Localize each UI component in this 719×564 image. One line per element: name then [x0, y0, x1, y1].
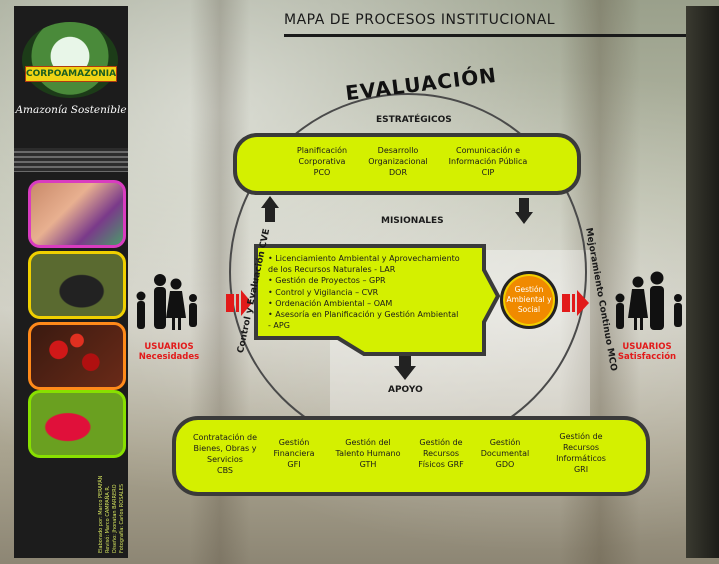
missional-item: • Ordenación Ambiental – OAM: [268, 298, 393, 308]
users-needs-label: USUARIOS Necesidades: [132, 342, 206, 362]
process-code: GDO: [495, 460, 515, 469]
process-code: CBS: [216, 466, 233, 475]
process-line: Recursos: [562, 443, 600, 452]
missional-label: MISIONALES: [381, 216, 444, 226]
right-border: [686, 6, 719, 558]
title-underline: [284, 34, 686, 37]
process-line: Gestión: [489, 438, 521, 447]
process-line: Planificación: [296, 146, 348, 155]
process-code: Físicos GRF: [418, 460, 464, 469]
process-line: Gestión de: [419, 438, 463, 447]
process-line: Información Pública: [448, 157, 528, 166]
users-family-icon: [615, 271, 682, 330]
process-line: Informáticos: [556, 454, 606, 463]
users-title: USUARIOS: [622, 342, 672, 352]
strategic-label: ESTRATÉGICOS: [376, 115, 452, 125]
up-arrow-icon: [261, 196, 279, 222]
process-dor: Desarrollo Organizacional DOR: [358, 145, 438, 178]
process-cip: Comunicación e Información Pública CIP: [434, 145, 542, 178]
process-line: Documental: [480, 449, 530, 458]
users-title: USUARIOS: [144, 342, 194, 352]
support-label: APOYO: [388, 385, 423, 395]
process-line: Recursos: [422, 449, 460, 458]
process-code: CIP: [481, 168, 495, 177]
process-code: GFI: [287, 460, 301, 469]
process-line: Comunicación e: [456, 146, 520, 155]
missional-item: • Asesoría en Planificación y Gestión Am…: [268, 310, 459, 320]
process-cbs: Contratación de Bienes, Obras y Servicio…: [186, 432, 264, 476]
process-line: Gestión del: [345, 438, 391, 447]
down-arrow-icon: [515, 198, 533, 224]
users-subtitle: Satisfacción: [617, 352, 677, 362]
process-line: Desarrollo: [377, 146, 419, 155]
process-code: PCO: [313, 168, 331, 177]
process-gfi: Gestión Financiera GFI: [262, 437, 326, 470]
missional-item: • Licenciamiento Ambiental y Aprovechami…: [268, 254, 460, 263]
outcome-badge: Gestión Ambiental y Social: [500, 271, 558, 329]
support-panel: [172, 416, 650, 496]
thumbnail-face-paint: [28, 180, 126, 248]
process-grf: Gestión de Recursos Físicos GRF: [408, 437, 474, 470]
input-arrow-icon: [226, 290, 252, 316]
missional-item: de los Recursos Naturales - LAR: [268, 265, 396, 275]
missional-list: • Licenciamiento Ambiental y Aprovechami…: [268, 253, 493, 331]
thumbnail-animal: [28, 251, 126, 319]
process-code: GTH: [359, 460, 377, 469]
output-arrow-icon: [562, 290, 589, 316]
process-line: Talento Humano: [335, 449, 401, 458]
users-satisfaction-label: USUARIOS Satisfacción: [608, 342, 686, 362]
process-line: Contratación de: [192, 433, 258, 442]
missional-core: [254, 244, 501, 356]
page-title: MAPA DE PROCESOS INSTITUCIONAL: [284, 12, 556, 28]
missional-item: • Gestión de Proyectos – GPR: [268, 276, 386, 286]
logo-tagline: Amazonía Sostenible: [15, 104, 127, 116]
thumbnail-fruits: [28, 322, 126, 390]
process-line: Organizacional: [368, 157, 428, 166]
process-gdo: Gestión Documental GDO: [474, 437, 536, 470]
process-line: Gestión de: [559, 432, 603, 441]
corpoamazonia-logo: [22, 22, 118, 98]
process-gth: Gestión del Talento Humano GTH: [326, 437, 410, 470]
missional-item: • Control y Vigilancia – CVR: [268, 287, 379, 297]
missional-item: - APG: [268, 321, 290, 331]
process-gri: Gestión de Recursos Informáticos GRI: [542, 431, 620, 475]
logo-wordmark: CORPOAMAZONIA: [25, 66, 117, 82]
users-family-icon: [136, 274, 197, 330]
process-line: Servicios: [207, 455, 243, 464]
process-line: Bienes, Obras y: [193, 444, 257, 453]
process-code: DOR: [388, 168, 407, 177]
users-subtitle: Necesidades: [138, 352, 200, 362]
down-arrow-icon: [394, 352, 416, 380]
strategic-panel: [233, 133, 581, 195]
process-line: Gestión: [278, 438, 310, 447]
thumbnail-flower: [28, 390, 126, 458]
process-pco: Planificación Corporativa PCO: [282, 145, 362, 178]
sidebar-stripe: [14, 148, 128, 172]
process-code: GRI: [573, 465, 589, 474]
process-line: Corporativa: [298, 157, 346, 166]
process-line: Financiera: [273, 449, 315, 458]
